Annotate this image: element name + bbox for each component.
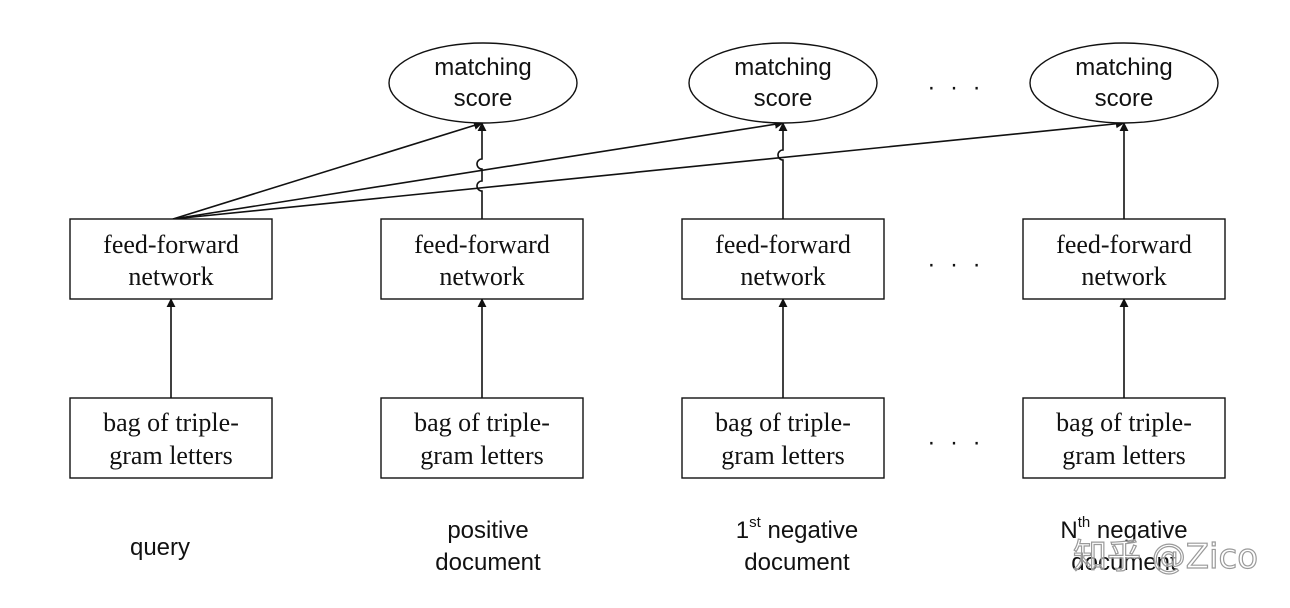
- watermark: 知乎 @Zico: [1073, 537, 1258, 577]
- feed-forward-network-node: feed-forward network: [69, 218, 273, 300]
- score-label-line1: matching: [1075, 54, 1172, 81]
- input-label-line2: gram letters: [109, 441, 232, 470]
- matching-score-node: matching score: [1029, 42, 1219, 124]
- bag-of-trigram-letters-node: bag of triple- gram letters: [1022, 397, 1226, 479]
- network-label-line1: feed-forward: [414, 230, 550, 259]
- feed-forward-network-node: feed-forward network: [380, 218, 584, 300]
- network-label-line1: feed-forward: [715, 230, 851, 259]
- input-label-line2: gram letters: [1062, 441, 1185, 470]
- network-label-line2: network: [1081, 262, 1166, 291]
- input-label-line2: gram letters: [721, 441, 844, 470]
- input-label-line1: bag of triple-: [1056, 408, 1192, 437]
- bag-of-trigram-letters-node: bag of triple- gram letters: [380, 397, 584, 479]
- score-label-line2: score: [1095, 85, 1154, 112]
- arrow-network-to-score: [476, 122, 487, 219]
- ellipsis-inputs: · · ·: [927, 429, 984, 456]
- network-label-line2: network: [128, 262, 213, 291]
- input-label-line1: bag of triple-: [414, 408, 550, 437]
- input-label-line1: bag of triple-: [715, 408, 851, 437]
- matching-score-node: matching score: [388, 42, 578, 124]
- arrow-query-to-score: [172, 119, 784, 220]
- edges-layer: [166, 119, 1129, 398]
- bag-of-trigram-letters-node: bag of triple- gram letters: [681, 397, 885, 479]
- score-label-line1: matching: [734, 54, 831, 81]
- caption-line1: positive: [447, 517, 528, 544]
- caption-positive-document: positive document: [435, 517, 541, 576]
- caption-nth-negative-document: Nth negative document: [1060, 514, 1187, 576]
- score-label-line2: score: [754, 85, 813, 112]
- score-label-line2: score: [454, 85, 513, 112]
- input-label-line2: gram letters: [420, 441, 543, 470]
- input-label-line1: bag of triple-: [103, 408, 239, 437]
- caption-first-negative-document: 1st negative document: [736, 514, 858, 576]
- caption-line1: Nth negative: [1060, 514, 1187, 544]
- score-label-line1: matching: [434, 54, 531, 81]
- arrow-query-to-score: [172, 121, 483, 220]
- arrow-query-to-score: [172, 119, 1125, 220]
- network-label-line1: feed-forward: [1056, 230, 1192, 259]
- network-label-line2: network: [740, 262, 825, 291]
- feed-forward-network-node: feed-forward network: [1022, 218, 1226, 300]
- caption-line1: 1st negative: [736, 514, 858, 544]
- caption-query: query: [130, 534, 190, 561]
- caption-line2: document: [435, 549, 541, 576]
- arrow-network-to-score: [777, 122, 788, 219]
- bag-of-trigram-letters-node: bag of triple- gram letters: [69, 397, 273, 479]
- ellipsis-scores: · · ·: [927, 74, 984, 101]
- feed-forward-network-node: feed-forward network: [681, 218, 885, 300]
- matching-score-node: matching score: [688, 42, 878, 124]
- ellipsis-networks: · · ·: [927, 251, 984, 278]
- network-label-line2: network: [439, 262, 524, 291]
- caption-line2: document: [1071, 549, 1177, 576]
- caption-line2: document: [744, 549, 850, 576]
- network-label-line1: feed-forward: [103, 230, 239, 259]
